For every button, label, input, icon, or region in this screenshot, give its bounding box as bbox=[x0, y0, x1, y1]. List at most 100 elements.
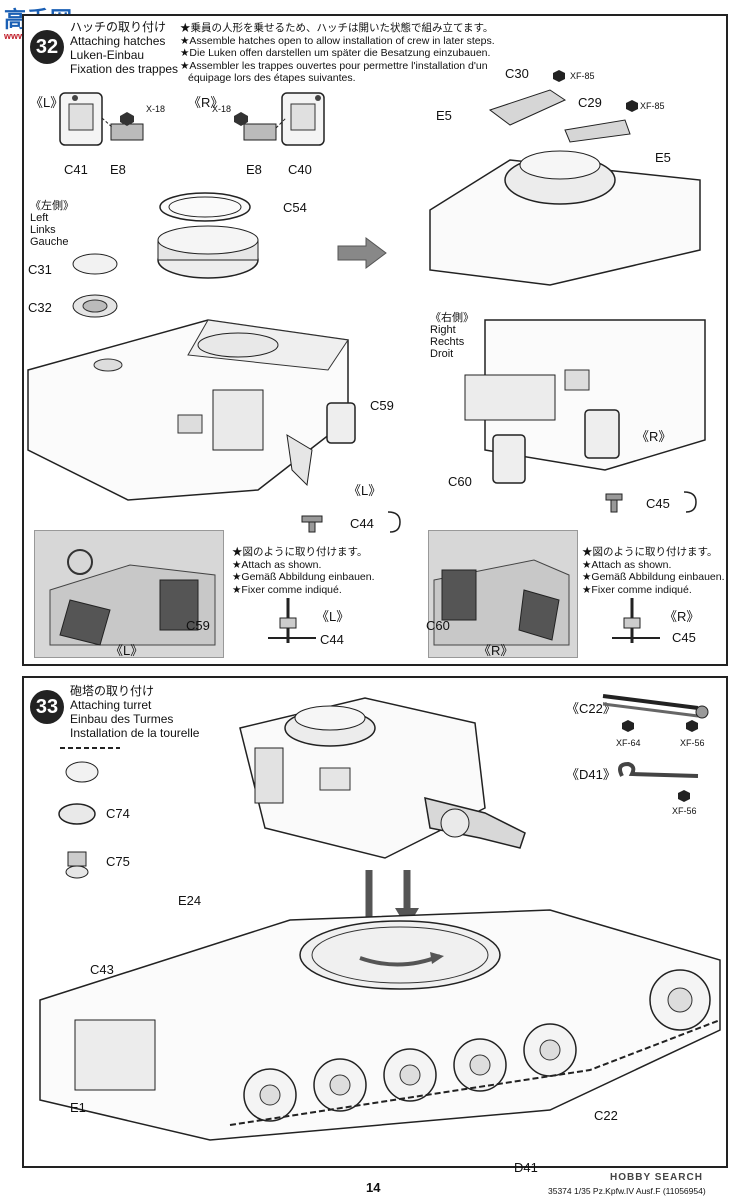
part-c59: C59 bbox=[370, 398, 394, 413]
part-c60: C60 bbox=[448, 474, 472, 489]
step32-title-de: Luken-Einbau bbox=[70, 48, 145, 62]
inset-left-detail-mark: 《L》 bbox=[316, 609, 350, 624]
tool-d41-drawing bbox=[618, 761, 699, 778]
hatch-c32-drawing bbox=[72, 294, 118, 318]
paint-xf56-b-icon bbox=[678, 790, 690, 802]
step33-badge: 33 bbox=[30, 690, 64, 724]
hatch-c31-drawing bbox=[72, 253, 118, 275]
step33-title-de: Einbau des Turmes bbox=[70, 712, 174, 726]
part-e5-left: E5 bbox=[436, 108, 452, 123]
right-mark-top: 《R》 bbox=[188, 95, 224, 110]
part-c75: C75 bbox=[106, 854, 130, 869]
hatch-r-drawing bbox=[584, 409, 620, 459]
part-e5-right: E5 bbox=[655, 150, 671, 165]
hinge-c45-icon bbox=[605, 493, 623, 513]
tool-c22-drawing bbox=[602, 694, 709, 719]
d41-mark: 《D41》 bbox=[566, 767, 616, 782]
part-c45: C45 bbox=[646, 496, 670, 511]
part-c29: C29 bbox=[578, 95, 602, 110]
right-side-en: Right bbox=[430, 324, 456, 336]
inset-left-c44: C44 bbox=[320, 632, 344, 647]
right-side-label: 《右側》 Right Rechts Droit bbox=[430, 312, 474, 360]
page-number: 14 bbox=[366, 1180, 381, 1195]
tool-clamp-drawing bbox=[60, 747, 120, 783]
paint-xf85-a-icon bbox=[553, 70, 565, 82]
inset-right-detail-mark: 《R》 bbox=[664, 609, 700, 624]
hatch-c44-drawing bbox=[286, 434, 313, 487]
part-c74: C74 bbox=[106, 806, 130, 821]
step32-title-fr: Fixation des trappes bbox=[70, 62, 179, 76]
step33-title-en: Attaching turret bbox=[70, 698, 152, 712]
part-c22: C22 bbox=[594, 1108, 618, 1123]
part-c30: C30 bbox=[505, 66, 529, 81]
part-c41: C41 bbox=[64, 162, 88, 177]
step32-title: ハッチの取り付け Attaching hatches Luken-Einbau … bbox=[70, 20, 178, 76]
inset-right-c45: C45 bbox=[672, 630, 696, 645]
turret-drawing bbox=[239, 697, 526, 859]
left-side-fr: Gauche bbox=[30, 236, 69, 248]
paint-xf85-a: XF-85 bbox=[570, 71, 595, 81]
attach-note-left-fr: ★Fixer comme indiqué. bbox=[232, 583, 342, 596]
hull-right-drawing bbox=[464, 319, 706, 471]
part-e24: E24 bbox=[178, 893, 202, 908]
turret-hull-right-drawing bbox=[429, 89, 701, 286]
hinge-detail-left-drawing bbox=[268, 598, 316, 643]
inset-right-drawing bbox=[433, 559, 570, 646]
step32-title-en: Attaching hatches bbox=[70, 34, 166, 48]
mark-l-bottom: 《L》 bbox=[348, 483, 382, 498]
hinge-c44-detail-icon bbox=[387, 511, 401, 533]
step32-title-jp: ハッチの取り付け bbox=[70, 20, 167, 34]
paint-xf56-b: XF-56 bbox=[672, 806, 697, 816]
part-c54: C54 bbox=[283, 200, 307, 215]
hatch-right-drawing bbox=[243, 92, 325, 146]
mark-r-mid: 《R》 bbox=[636, 429, 672, 444]
hinge-detail-right-drawing bbox=[612, 598, 660, 643]
part-e8-left: E8 bbox=[110, 162, 126, 177]
attach-note-right-en: ★Attach as shown. bbox=[582, 558, 672, 571]
attach-note-right: ★図のように取り付けます。 ★Attach as shown. ★Gemäß A… bbox=[582, 546, 725, 596]
right-side-de: Rechts bbox=[430, 336, 465, 348]
paint-xf64: XF-64 bbox=[616, 738, 641, 748]
attach-note-right-de: ★Gemäß Abbildung einbauen. bbox=[582, 571, 725, 583]
paint-xf85-b: XF-85 bbox=[640, 101, 665, 111]
step32-note: ★乗員の人形を乗せるため、ハッチは開いた状態で組み立てます。 ★Assemble… bbox=[180, 22, 495, 85]
hull-turret-drawing bbox=[39, 909, 721, 1141]
attach-note-left-en: ★Attach as shown. bbox=[232, 558, 322, 571]
right-side-jp: 《右側》 bbox=[430, 312, 474, 324]
attach-note-right-jp: ★図のように取り付けます。 bbox=[582, 546, 718, 558]
part-c43: C43 bbox=[90, 962, 114, 977]
hatch-c60-drawing bbox=[492, 434, 526, 484]
step32-note-5: équipage lors des étapes suivantes. bbox=[188, 72, 356, 84]
attach-note-right-fr: ★Fixer comme indiqué. bbox=[582, 583, 692, 596]
cupola-exploded-drawing bbox=[157, 192, 259, 279]
part-c75-drawing bbox=[65, 851, 89, 879]
inset-right-c60: C60 bbox=[426, 618, 450, 633]
attach-note-left-de: ★Gemäß Abbildung einbauen. bbox=[232, 571, 375, 583]
step32-note-1: ★乗員の人形を乗せるため、ハッチは開いた状態で組み立てます。 bbox=[180, 22, 494, 34]
footer-code: 35374 1/35 Pz.Kpfw.IV Ausf.F (11056954) bbox=[548, 1186, 706, 1196]
assembly-arrow-icon bbox=[337, 237, 387, 269]
hinge-c45-detail-icon bbox=[683, 491, 697, 513]
part-c74-drawing bbox=[58, 803, 96, 825]
inset-left-mark: 《L》 bbox=[110, 643, 144, 658]
paint-xf64-icon bbox=[622, 720, 634, 732]
attach-note-left: ★図のように取り付けます。 ★Attach as shown. ★Gemäß A… bbox=[232, 546, 375, 596]
attach-note-left-jp: ★図のように取り付けます。 bbox=[232, 546, 368, 558]
inset-left-drawing bbox=[49, 549, 216, 646]
hull-left-drawing bbox=[27, 319, 349, 501]
part-d41: D41 bbox=[514, 1160, 538, 1175]
left-side-label: 《左側》 Left Links Gauche bbox=[30, 200, 74, 248]
left-side-en: Left bbox=[30, 212, 49, 224]
left-side-de: Links bbox=[30, 224, 56, 236]
hatch-left-screw-icon bbox=[120, 112, 134, 126]
paint-xf85-b-icon bbox=[626, 100, 638, 112]
part-c32: C32 bbox=[28, 300, 52, 315]
inset-left-c59: C59 bbox=[186, 618, 210, 633]
step33-title-fr: Installation de la tourelle bbox=[70, 726, 200, 740]
left-side-jp: 《左側》 bbox=[30, 200, 74, 212]
step32-note-3: ★Die Luken offen darstellen um später di… bbox=[180, 47, 491, 59]
part-c44: C44 bbox=[350, 516, 374, 531]
inset-right-mark: 《R》 bbox=[478, 643, 514, 658]
paint-xf56-a-icon bbox=[686, 720, 698, 732]
step33-title: 砲塔の取り付け Attaching turret Einbau des Turm… bbox=[70, 684, 199, 740]
